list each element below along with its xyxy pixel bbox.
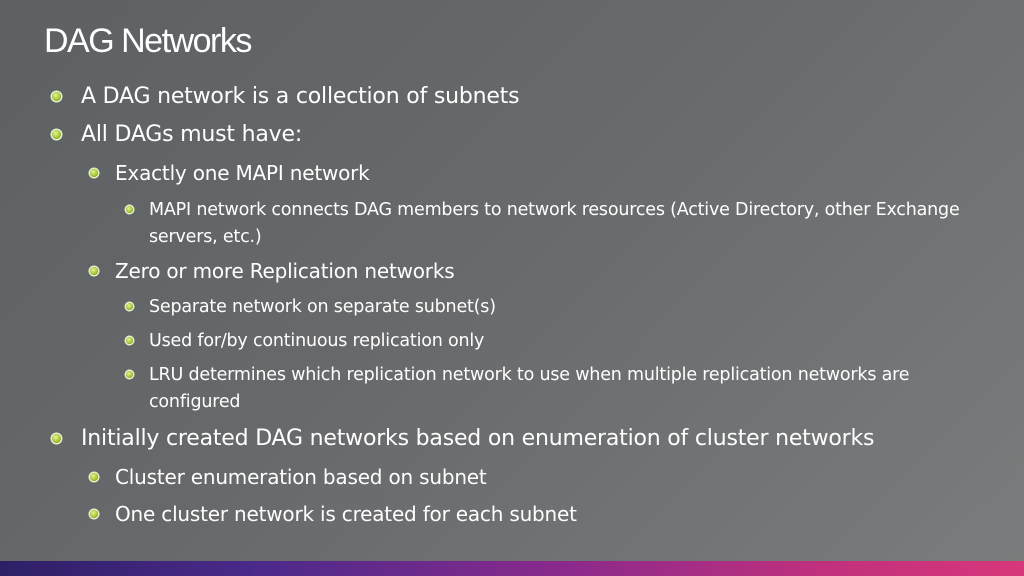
bullet-item: A DAG network is a collection of subnets — [52, 84, 520, 109]
bullet-item: All DAGs must have: — [52, 122, 303, 147]
bullet-icon — [90, 473, 98, 481]
bullet-icon — [90, 267, 98, 275]
bottom-accent-bar — [0, 561, 1024, 576]
bullet-icon — [90, 510, 98, 518]
bullet-item: Zero or more Replication networks — [90, 259, 455, 283]
bullet-item: MAPI network connects DAG members to net… — [126, 197, 979, 251]
bullet-item: Exactly one MAPI network — [90, 161, 370, 185]
bullet-text: MAPI network connects DAG members to net… — [149, 200, 960, 247]
bullet-text: Separate network on separate subnet(s) — [149, 297, 496, 317]
bullet-icon — [126, 337, 133, 344]
bullet-item: One cluster network is created for each … — [90, 502, 577, 526]
bullet-text: LRU determines which replication network… — [149, 365, 910, 412]
bullet-icon — [52, 130, 61, 139]
bullet-text: Used for/by continuous replication only — [149, 331, 485, 351]
bullet-icon — [126, 371, 133, 378]
bullet-text: A DAG network is a collection of subnets — [81, 84, 520, 109]
slide-title: DAG Networks — [44, 22, 252, 60]
bullet-text: Cluster enumeration based on subnet — [115, 465, 487, 489]
bullet-text: Zero or more Replication networks — [115, 259, 455, 283]
bullet-text: Initially created DAG networks based on … — [81, 426, 875, 451]
bullet-item: LRU determines which replication network… — [126, 362, 959, 416]
bullet-icon — [126, 303, 133, 310]
bullet-text: Exactly one MAPI network — [115, 161, 370, 185]
bullet-text: All DAGs must have: — [81, 122, 303, 147]
bullet-item: Cluster enumeration based on subnet — [90, 465, 487, 489]
bullet-item: Used for/by continuous replication only — [126, 328, 485, 355]
bullet-icon — [90, 169, 98, 177]
bullet-item: Initially created DAG networks based on … — [52, 426, 875, 451]
bullet-icon — [126, 206, 133, 213]
bullet-icon — [52, 434, 61, 443]
bullet-item: Separate network on separate subnet(s) — [126, 294, 496, 321]
bullet-text: One cluster network is created for each … — [115, 502, 577, 526]
bullet-icon — [52, 92, 61, 101]
